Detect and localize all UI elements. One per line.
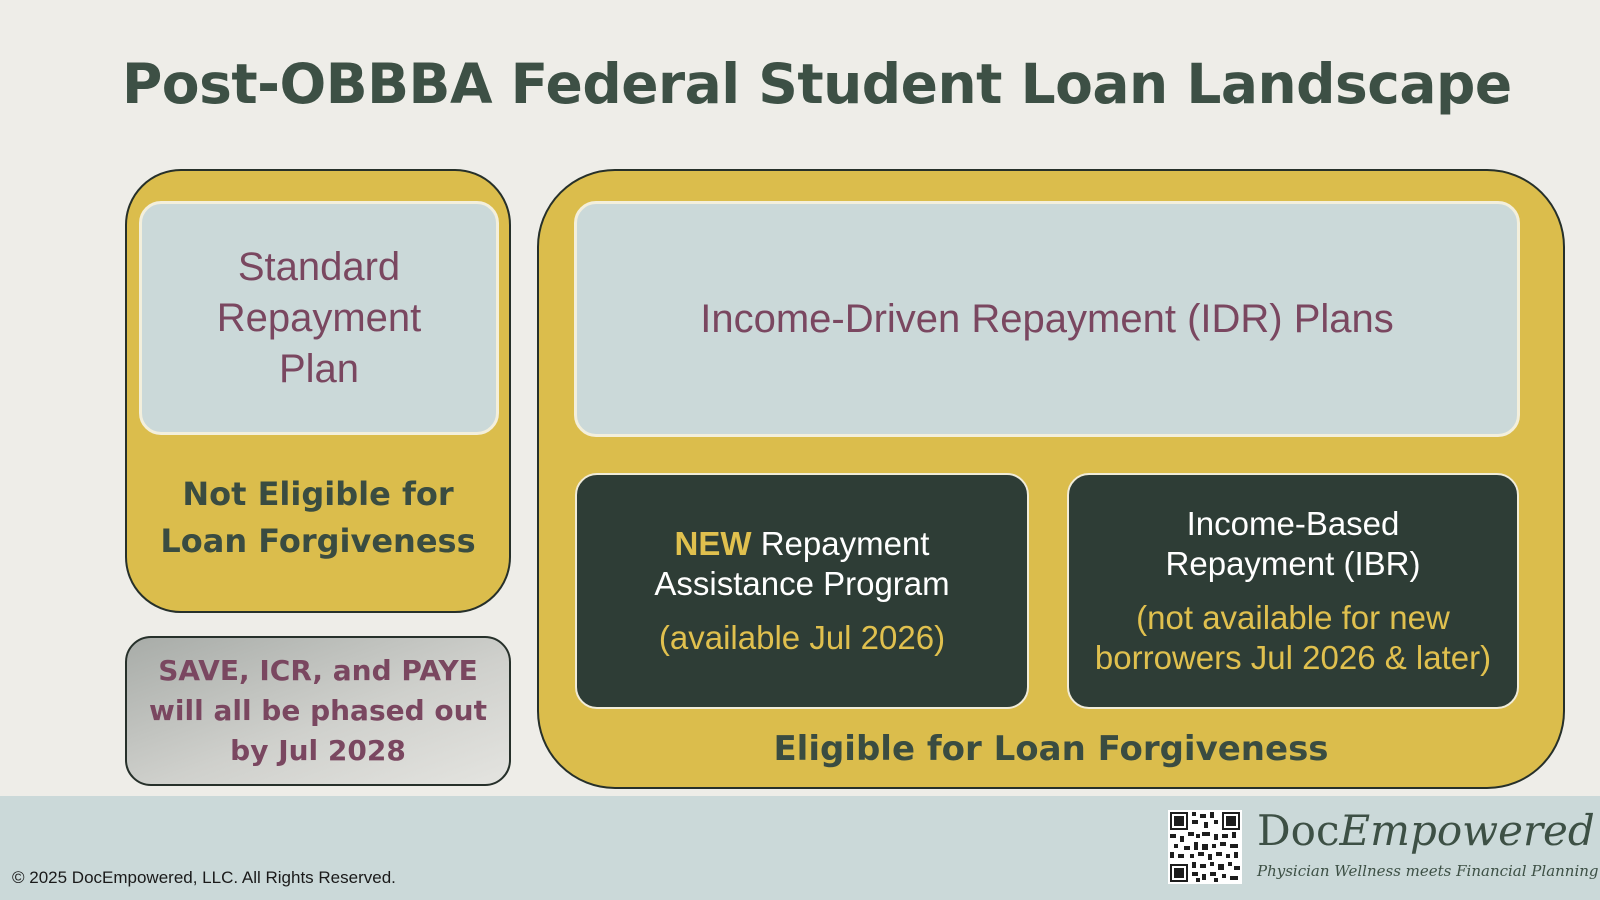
footer-band (0, 796, 1600, 900)
brand-doc: Doc (1257, 806, 1340, 855)
eligible-label: Eligible for Loan Forgiveness (773, 729, 1329, 769)
rap-name-line1: NEW Repayment (675, 524, 930, 564)
standard-plan-box: Standard Repayment Plan (139, 201, 499, 435)
rap-box: NEW Repayment Assistance Program (availa… (575, 473, 1029, 709)
copyright-text: © 2025 DocEmpowered, LLC. All Rights Res… (12, 868, 396, 887)
phase-out-note: SAVE, ICR, and PAYE will all be phased o… (125, 636, 511, 786)
rap-name-line2: Assistance Program (654, 565, 950, 602)
standard-plan-label: Standard Repayment Plan (216, 244, 422, 391)
rap-name-part: Repayment (751, 525, 930, 562)
ibr-name-line1: Income-Based (1186, 505, 1400, 542)
not-eligible-label: Not Eligible for Loan Forgiveness (160, 475, 476, 560)
brand-empowered: Empowered (1339, 806, 1595, 855)
idr-header-box: Income-Driven Repayment (IDR) Plans (574, 201, 1520, 437)
ibr-box: Income-Based Repayment (IBR) (not availa… (1067, 473, 1519, 709)
ibr-name-line2: Repayment (IBR) (1165, 545, 1421, 582)
idr-header-label: Income-Driven Repayment (IDR) Plans (700, 296, 1394, 341)
ibr-availability-line2: borrowers Jul 2026 & later) (1094, 639, 1492, 676)
new-badge: NEW (674, 525, 752, 562)
idr-plans-panel: Income-Driven Repayment (IDR) Plans NEW … (537, 169, 1565, 789)
rap-availability: (available Jul 2026) (658, 619, 946, 656)
page-title: Post-OBBBA Federal Student Loan Landscap… (122, 52, 1512, 116)
ibr-availability-line1: (not available for new (1136, 599, 1450, 636)
qr-code-icon (1168, 810, 1242, 884)
brand-logo: DocEmpowered (1257, 806, 1595, 855)
standard-plan-panel: Standard Repayment Plan Not Eligible for… (125, 169, 511, 613)
brand-tagline: Physician Wellness meets Financial Plann… (1257, 862, 1599, 880)
phase-out-text: SAVE, ICR, and PAYE will all be phased o… (149, 654, 487, 767)
